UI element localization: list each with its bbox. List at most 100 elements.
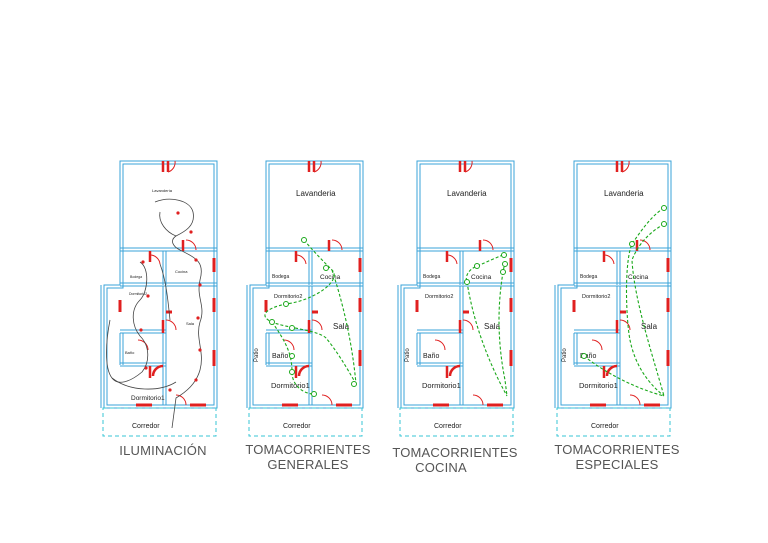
outlet-symbol bbox=[323, 265, 329, 271]
room-label-bodega: Bodega bbox=[580, 274, 597, 280]
door-arc bbox=[482, 239, 494, 251]
outlet-symbol bbox=[283, 301, 289, 307]
door-arc bbox=[331, 239, 343, 251]
room-label-lavanderia: Lavanderia bbox=[296, 189, 336, 198]
lighting-circuit bbox=[159, 211, 177, 237]
door-arc bbox=[167, 160, 176, 173]
outlet-symbol bbox=[474, 263, 480, 269]
light-fixture bbox=[194, 258, 198, 262]
room-label-bano: Baño bbox=[423, 353, 439, 360]
outlet-symbol bbox=[661, 205, 667, 211]
room-label-patio: Patio bbox=[254, 348, 260, 362]
outlet-symbol bbox=[464, 279, 470, 285]
outlet-symbol bbox=[289, 353, 295, 359]
door-arc bbox=[629, 394, 641, 406]
outlet-symbol bbox=[500, 269, 506, 275]
light-fixture bbox=[146, 294, 150, 298]
outlet-symbol bbox=[501, 252, 507, 258]
light-fixture bbox=[189, 230, 193, 234]
door-top bbox=[615, 161, 624, 172]
light-fixture bbox=[176, 211, 180, 215]
outlet-circuit bbox=[583, 355, 665, 397]
caption-tomacorrientes-generales: TOMACORRIENTES GENERALES bbox=[234, 442, 382, 472]
outlet-symbol bbox=[629, 241, 635, 247]
door-arc bbox=[295, 254, 307, 265]
room-label-sala: Sala bbox=[484, 322, 501, 331]
door-arc bbox=[591, 339, 603, 351]
room-label-cocina: Cocina bbox=[175, 269, 188, 274]
outer-wall-inner bbox=[403, 163, 512, 406]
door-dorm1 bbox=[294, 364, 310, 378]
room-label-dormitorio2: Dormitorio2 bbox=[582, 294, 610, 300]
door-top bbox=[458, 161, 467, 172]
bodega-wall bbox=[616, 251, 621, 285]
bano-wall bbox=[416, 333, 421, 365]
room-label-dormitorio1: Dormitorio1 bbox=[422, 381, 461, 390]
door-arc bbox=[472, 394, 484, 406]
room-label-dormitorio2: Dormitorio2 bbox=[274, 294, 302, 300]
light-fixture bbox=[196, 316, 200, 320]
outer-wall bbox=[400, 160, 515, 409]
room-label-lavanderia: Lavanderia bbox=[447, 189, 487, 198]
room-label-sala: Sala bbox=[186, 321, 195, 326]
outlet-symbol bbox=[289, 325, 295, 331]
room-label-corredor: Corredor bbox=[591, 423, 619, 430]
room-label-cocina: Cocina bbox=[628, 274, 649, 281]
corridor-outline bbox=[248, 407, 363, 437]
bodega-wall bbox=[162, 251, 167, 285]
door-top bbox=[307, 161, 316, 172]
room-label-dormitorio2: Dormitorio2 bbox=[425, 294, 453, 300]
bodega-bottom-wall bbox=[120, 282, 217, 287]
room-label-bano: Baño bbox=[125, 350, 135, 355]
light-fixture bbox=[139, 328, 143, 332]
caption-line: GENERALES bbox=[267, 457, 349, 472]
sala-wall bbox=[459, 286, 464, 405]
outlet-symbol bbox=[661, 221, 667, 227]
room-label-cocina: Cocina bbox=[471, 274, 492, 281]
door-dorm1 bbox=[148, 364, 164, 378]
room-label-dormitorio2: Dormitorio2 bbox=[129, 292, 147, 296]
door-arc bbox=[621, 160, 630, 173]
room-label-bodega: Bodega bbox=[130, 275, 142, 279]
light-fixture bbox=[168, 388, 172, 392]
corridor-outline bbox=[556, 407, 671, 437]
caption-line: ILUMINACIÓN bbox=[119, 443, 207, 458]
room-label-bodega: Bodega bbox=[423, 274, 440, 280]
caption-line: COCINA bbox=[415, 460, 467, 475]
room-label-bodega: Bodega bbox=[272, 274, 289, 280]
lavanderia-wall bbox=[417, 247, 514, 252]
room-label-corredor: Corredor bbox=[132, 423, 160, 430]
bano-wall bbox=[119, 333, 124, 365]
dormitorio2-wall bbox=[574, 329, 620, 334]
outlet-symbol bbox=[269, 319, 275, 325]
sala-wall bbox=[616, 286, 621, 405]
door-arc bbox=[185, 239, 197, 251]
door-arc bbox=[434, 339, 446, 351]
outlet-circuit bbox=[465, 254, 504, 283]
outlet-symbol bbox=[311, 391, 317, 397]
light-fixture bbox=[194, 378, 198, 382]
door-arc bbox=[283, 339, 295, 351]
light-fixture bbox=[198, 283, 202, 287]
sala-wall bbox=[162, 286, 167, 405]
door-arc bbox=[464, 160, 473, 173]
caption-tomacorrientes-especiales: TOMACORRIENTES ESPECIALES bbox=[542, 442, 692, 472]
room-label-dormitorio1: Dormitorio1 bbox=[271, 381, 310, 390]
outer-wall-inner bbox=[560, 163, 669, 406]
room-label-patio: Patio bbox=[405, 348, 411, 362]
door-arc bbox=[619, 319, 631, 331]
door-arc bbox=[603, 254, 615, 265]
door-arc bbox=[149, 254, 161, 265]
door-arc bbox=[321, 394, 333, 406]
room-label-corredor: Corredor bbox=[283, 423, 311, 430]
caption-tomacorrientes-cocina: TOMACORRIENTES COCINA bbox=[380, 445, 530, 475]
caption-line: TOMACORRIENTES bbox=[554, 442, 680, 457]
door-arc bbox=[446, 254, 458, 265]
door-arc bbox=[137, 339, 149, 351]
bano-wall bbox=[573, 333, 578, 365]
lighting-circuit bbox=[111, 377, 177, 390]
door-arc bbox=[311, 319, 323, 331]
